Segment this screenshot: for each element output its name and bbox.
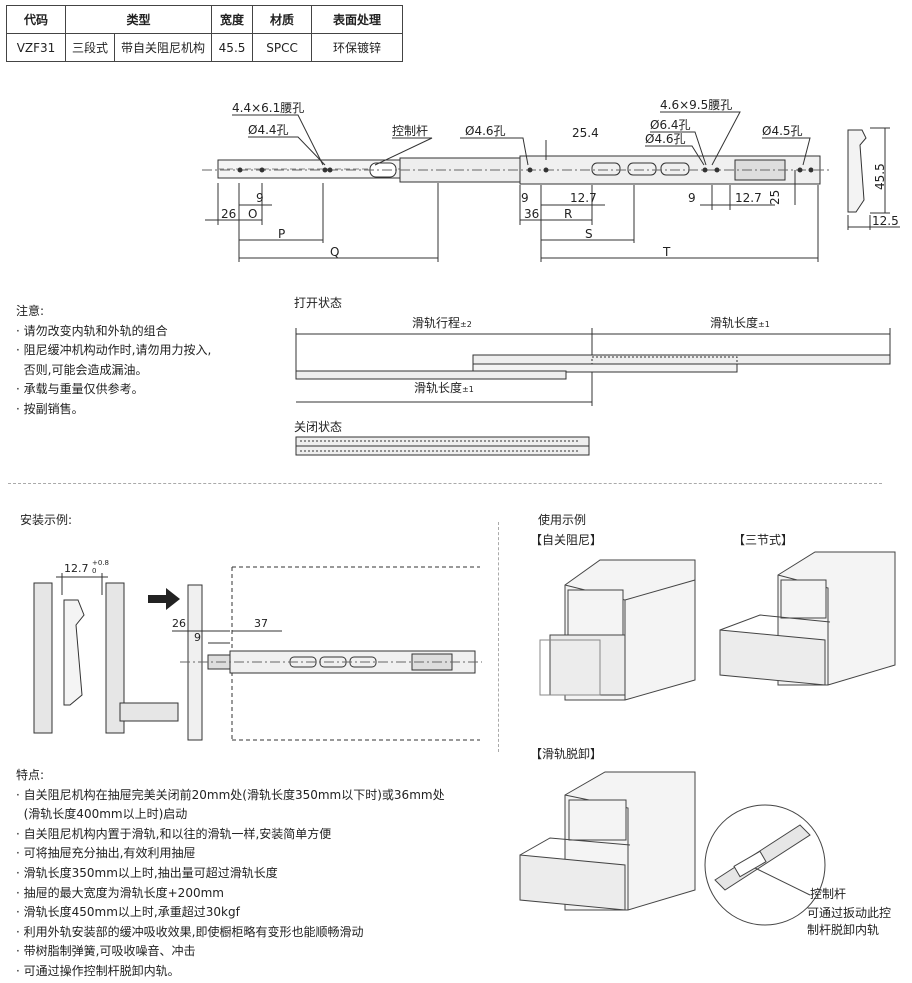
spec-table: 代码 类型 宽度 材质 表面处理 VZF31 三段式 带自关阻尼机构 45.5 … (6, 5, 404, 62)
usage-label-damper: 【自关阻尼】 (530, 533, 603, 547)
label-9b: 9 (521, 191, 529, 205)
cell-code: VZF31 (6, 33, 66, 62)
travel-label: 滑轨行程±2 (412, 316, 472, 330)
label-lever: 控制杆 (392, 124, 428, 138)
label-R: R (564, 207, 572, 221)
label-S: S (585, 227, 593, 241)
label-9a: 9 (256, 191, 264, 205)
install-dim-9: 9 (194, 631, 201, 644)
feature-item: · 自关阻尼机构在抽屉完美关闭前20mm处(滑轨长度350mm以下时)或36mm… (16, 787, 445, 802)
section-divider (8, 483, 882, 484)
svg-text:+0.8: +0.8 (92, 559, 109, 567)
open-state-title: 打开状态 (294, 296, 343, 310)
label-125: 12.5 (872, 214, 899, 228)
label-hole5: Ø4.5孔 (762, 124, 803, 138)
label-slot1: 4.4×6.1腰孔 (232, 101, 304, 115)
label-hole2: Ø4.6孔 (465, 124, 506, 138)
features-section: 特点: · 自关阻尼机构在抽屉完美关闭前20mm处(滑轨长度350mm以下时)或… (16, 766, 445, 982)
note-item: · 请勿改变内轨和外轨的组合 (16, 323, 168, 338)
install-diagram: 12.7 +0.8 0 26 9 37 (33, 559, 482, 741)
length-top-label: 滑轨长度±1 (710, 316, 770, 330)
label-hole4: Ø4.6孔 (645, 132, 686, 146)
usage-illustrations: 控制杆 可通过扳动此控 制杆脱卸内轨 (519, 551, 896, 937)
feature-item: · 可通过操作控制杆脱卸内轨。 (16, 963, 180, 978)
label-O: O (248, 207, 257, 221)
length-bottom-label: 滑轨长度±1 (414, 381, 474, 395)
notes-title: 注意: (16, 304, 45, 318)
spec-row: VZF31 三段式 带自关阻尼机构 45.5 SPCC 环保镀锌 (6, 33, 404, 62)
cell-stages: 三段式 (64, 33, 116, 62)
feature-item: · 利用外轨安装部的缓冲吸收效果,即使橱柜略有变形也能顺畅滑动 (16, 924, 364, 939)
note-item: · 阻尼缓冲机构动作时,请勿用力按入, (16, 343, 212, 357)
note-item: 否则,可能会造成漏油。 (16, 362, 148, 377)
feature-item: (滑轨长度400mm以上时)启动 (16, 807, 188, 822)
label-455: 45.5 (873, 163, 887, 190)
cell-material: SPCC (252, 33, 313, 62)
closed-state-title: 关闭状态 (294, 420, 343, 434)
install-dim-127: 12.7 (64, 562, 89, 575)
spec-header-row: 代码 类型 宽度 材质 表面处理 (6, 5, 404, 34)
feature-item: · 滑轨长度450mm以上时,承重超过30kgf (16, 905, 240, 920)
feature-item: · 带树脂制弹簧,可吸收噪音、冲击 (16, 944, 196, 959)
state-diagram (295, 328, 891, 456)
label-254: 25.4 (572, 126, 599, 140)
install-title: 安装示例: (20, 513, 73, 527)
label-26: 26 (221, 207, 236, 221)
header-code: 代码 (6, 5, 66, 34)
lever-title: 控制杆 (810, 887, 846, 901)
label-9c: 9 (688, 191, 696, 205)
label-slot2: 4.6×9.5腰孔 (660, 98, 732, 112)
feature-item: · 滑轨长度350mm以上时,抽出量可超过滑轨长度 (16, 865, 278, 880)
label-25: 25 (768, 190, 782, 205)
label-Q: Q (330, 245, 339, 259)
cell-surface: 环保镀锌 (311, 33, 404, 62)
label-127a: 12.7 (570, 191, 597, 205)
label-hole3: Ø6.4孔 (650, 118, 691, 132)
feature-item: · 自关阻尼机构内置于滑轨,和以往的滑轨一样,安装简单方便 (16, 826, 332, 841)
notes-section: 注意: · 请勿改变内轨和外轨的组合 · 阻尼缓冲机构动作时,请勿用力按入, 否… (16, 302, 211, 419)
usage-label-detach: 【滑轨脱卸】 (530, 747, 603, 761)
svg-text:0: 0 (92, 567, 96, 575)
note-item: · 按副销售。 (16, 401, 84, 416)
feature-item: · 抽屉的最大宽度为滑轨长度+200mm (16, 885, 224, 900)
label-P: P (278, 227, 285, 241)
label-T: T (662, 245, 671, 259)
lever-desc-1: 可通过扳动此控 (807, 906, 891, 920)
feature-item: · 可将抽屉充分抽出,有效利用抽屉 (16, 846, 196, 861)
header-surface: 表面处理 (311, 5, 404, 34)
label-36: 36 (524, 207, 539, 221)
vertical-divider (498, 522, 499, 752)
arrow-icon (148, 588, 180, 610)
rail-drawing: 4.4×6.1腰孔 Ø4.4孔 控制杆 Ø4.6孔 25.4 4.6×9.5腰孔… (202, 98, 900, 262)
label-hole1: Ø4.4孔 (248, 123, 289, 137)
note-item: · 承载与重量仅供参考。 (16, 382, 144, 396)
cell-mechanism: 带自关阻尼机构 (114, 33, 213, 62)
install-dim-26: 26 (172, 617, 186, 630)
usage-title: 使用示例 (538, 513, 587, 527)
install-dim-37: 37 (254, 617, 268, 630)
features-title: 特点: (16, 768, 45, 782)
label-127b: 12.7 (735, 191, 762, 205)
lever-desc-2: 制杆脱卸内轨 (807, 922, 879, 937)
usage-label-three-stage: 【三节式】 (733, 533, 794, 547)
cell-width: 45.5 (211, 33, 254, 62)
